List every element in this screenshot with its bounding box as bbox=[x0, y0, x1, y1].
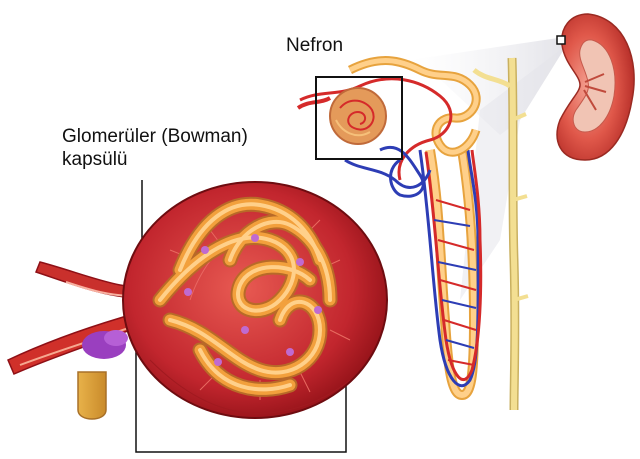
label-glomerul-line1: Glomerüler (Bowman) bbox=[62, 125, 248, 148]
nephron-glomerulus-small bbox=[330, 88, 386, 144]
label-glomerul-line2: kapsülü bbox=[62, 148, 248, 171]
proximal-tube-stub bbox=[78, 372, 106, 419]
label-nefron: Nefron bbox=[286, 34, 343, 57]
loop-of-henle bbox=[420, 150, 481, 395]
label-glomerul: Glomerüler (Bowman) kapsülü bbox=[62, 125, 248, 171]
kidney bbox=[557, 14, 634, 160]
kidney-zoom-marker bbox=[557, 36, 565, 44]
